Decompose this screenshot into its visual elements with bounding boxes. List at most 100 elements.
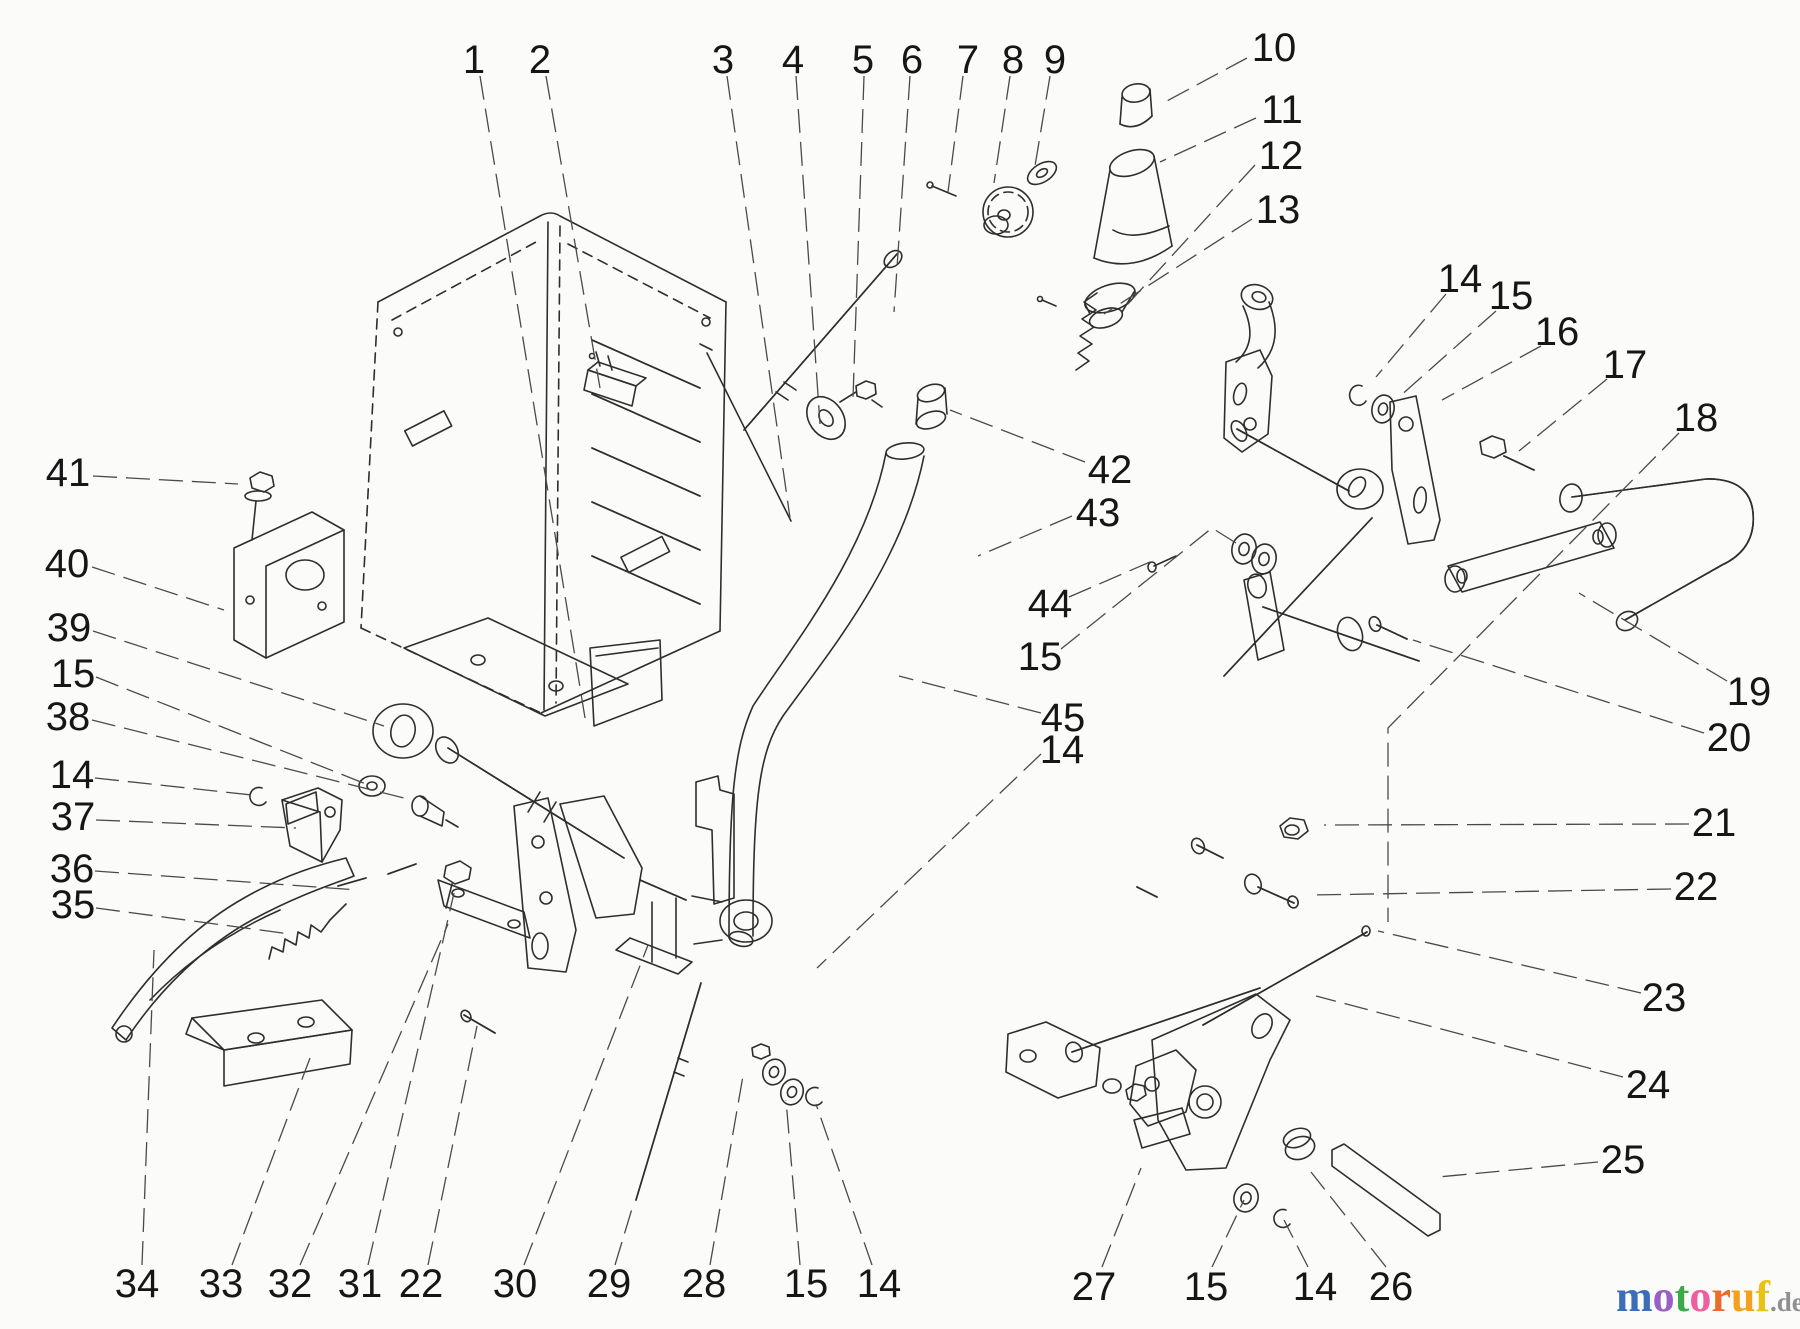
console-panel	[360, 212, 727, 727]
leader-line-37-41	[95, 819, 297, 829]
curved-control-tube	[728, 383, 948, 948]
line-art	[111, 83, 1755, 1237]
leader-line-41-47	[92, 475, 239, 485]
part-number-8-7: 8	[1002, 38, 1024, 82]
leader-line-43-49	[977, 515, 1073, 557]
leader-line-35-39	[95, 907, 291, 935]
logo-letter-4: r	[1711, 1272, 1731, 1321]
leader-line-2-1	[545, 75, 601, 389]
leader-line-15-14	[1398, 310, 1497, 398]
leader-line-13-12	[1103, 218, 1253, 315]
leader-line-11-10	[1159, 117, 1257, 163]
part-number-15-44: 15	[51, 652, 96, 696]
part-number-22-34: 22	[399, 1262, 444, 1306]
leader-line-6-5	[893, 75, 911, 313]
leader-line-1-0	[479, 75, 586, 719]
logo-domain-suffix: .de	[1769, 1287, 1800, 1317]
damper-cylinder-and-spring	[1036, 83, 1173, 371]
leader-line-15-51	[1060, 527, 1237, 650]
leader-line-15-27	[1211, 1199, 1245, 1268]
part-number-4-3: 4	[782, 38, 804, 82]
part-number-14-29: 14	[857, 1262, 902, 1306]
leader-line-31-35	[367, 892, 455, 1266]
leader-line-32-36	[299, 923, 449, 1266]
part-number-14-13: 14	[1438, 257, 1483, 301]
leader-line-27-28	[1101, 1167, 1142, 1268]
leader-line-18-17	[1387, 432, 1680, 922]
part-number-15-27: 15	[1184, 1265, 1229, 1309]
lower-bellcrank-assembly	[1005, 987, 1441, 1237]
part-number-2-1: 2	[529, 38, 551, 82]
part-number-15-14: 15	[1489, 274, 1534, 318]
leader-line-12-11	[1125, 164, 1256, 307]
logo-letter-1: o	[1652, 1272, 1675, 1321]
part-number-11-10: 11	[1261, 88, 1303, 132]
part-number-44-50: 44	[1028, 582, 1073, 626]
part-number-3-2: 3	[712, 38, 734, 82]
sticker-decal	[403, 410, 453, 447]
leader-line-40-46	[91, 566, 225, 611]
leader-line-33-37	[231, 1057, 311, 1266]
part-number-7-6: 7	[957, 38, 979, 82]
leader-line-5-4	[852, 75, 865, 399]
leader-line-15-44	[95, 676, 367, 785]
part-number-13-12: 13	[1256, 188, 1301, 232]
leader-line-44-50	[1068, 561, 1151, 598]
wire-connector	[583, 351, 647, 407]
leader-line-14-42	[94, 777, 253, 796]
part-number-14-53: 14	[1040, 728, 1085, 772]
logo-letter-6: f	[1755, 1272, 1770, 1321]
grommet-washer-group	[249, 703, 459, 887]
part-number-9-8: 9	[1044, 38, 1066, 82]
logo-letter-3: o	[1689, 1272, 1712, 1321]
mounting-bracket	[233, 471, 345, 659]
part-number-21-20: 21	[1692, 801, 1737, 845]
part-number-29-32: 29	[587, 1262, 632, 1306]
part-number-22-21: 22	[1674, 865, 1719, 909]
part-number-15-51: 15	[1018, 635, 1063, 679]
leader-line-25-24	[1437, 1161, 1599, 1178]
leader-line-14-26	[1283, 1219, 1309, 1268]
leader-line-30-33	[523, 944, 649, 1266]
part-number-31-35: 31	[338, 1262, 383, 1306]
leader-line-38-43	[91, 719, 413, 801]
part-number-25-24: 25	[1601, 1138, 1646, 1182]
leader-line-24-23	[1315, 995, 1624, 1078]
motoruf-wordmark: motoruf	[1616, 1272, 1770, 1321]
leader-line-23-22	[1377, 930, 1642, 994]
leader-line-16-15	[1441, 345, 1542, 401]
parking-brake-lever	[111, 857, 355, 1087]
part-number-6-5: 6	[901, 38, 923, 82]
part-number-39-45: 39	[47, 606, 92, 650]
sticker-decal	[620, 535, 671, 574]
leader-line-45-52	[898, 675, 1042, 714]
leader-line-39-45	[92, 630, 385, 727]
leader-line-14-29	[815, 1103, 873, 1266]
part-number-23-22: 23	[1642, 976, 1687, 1020]
leader-line-21-20	[1323, 823, 1690, 826]
part-number-37-41: 37	[51, 795, 96, 839]
leader-line-9-8	[1033, 75, 1051, 173]
part-number-45-52: 45	[1041, 696, 1086, 740]
part-number-41-47: 41	[46, 451, 91, 495]
part-number-15-30: 15	[784, 1262, 829, 1306]
leader-line-17-16	[1518, 378, 1608, 452]
part-number-33-37: 33	[199, 1262, 244, 1306]
logo-letter-5: u	[1730, 1272, 1756, 1321]
leader-line-10-9	[1164, 57, 1248, 103]
part-number-36-40: 36	[50, 847, 95, 891]
part-number-24-23: 24	[1626, 1063, 1671, 1107]
part-number-1-0: 1	[463, 38, 485, 82]
part-number-10-9: 10	[1252, 26, 1297, 70]
part-number-12-11: 12	[1259, 134, 1304, 178]
leader-line-26-25	[1310, 1171, 1387, 1268]
logo-letter-0: m	[1616, 1272, 1653, 1321]
part-number-28-31: 28	[682, 1262, 727, 1306]
part-number-14-26: 14	[1293, 1265, 1338, 1309]
leader-line-8-7	[993, 75, 1011, 184]
part-number-40-46: 40	[45, 542, 90, 586]
leader-line-14-53	[816, 753, 1042, 969]
part-number-20-19: 20	[1707, 716, 1752, 760]
